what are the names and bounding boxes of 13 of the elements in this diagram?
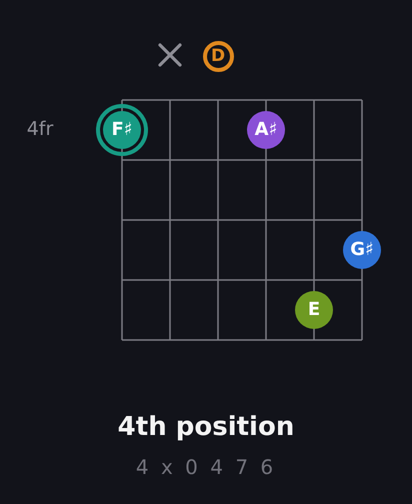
note-dot: [247, 111, 285, 149]
note-name: D: [210, 46, 226, 66]
fret-sequence: 4 x 0 4 7 6: [136, 455, 276, 479]
open-string-circle: [202, 40, 234, 72]
note-name: E: [308, 300, 320, 320]
note-dot: [295, 291, 333, 329]
chord-title: 4th position: [118, 412, 294, 442]
note-name: A♯: [254, 120, 278, 140]
note-name: G♯: [350, 240, 374, 260]
root-note-dot: [96, 104, 148, 156]
fret-number: 4fr: [26, 118, 54, 140]
note-name: F♯: [111, 120, 132, 140]
note-dot: [343, 231, 381, 269]
